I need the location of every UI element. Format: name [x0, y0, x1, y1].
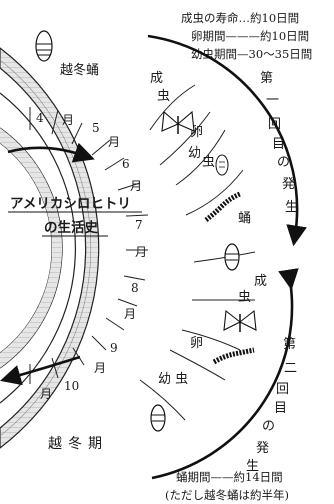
month-unit: 月	[62, 113, 74, 127]
month-labels: 4 月 5 月 6 月 7 月 8 月 9 月 10 月	[36, 111, 147, 401]
larva-label-2: 幼 虫	[158, 372, 188, 387]
month-10: 10	[64, 379, 79, 393]
adult-moth-2-icon	[223, 309, 257, 332]
title-line-2: の生活史	[44, 219, 98, 236]
overwintering-period-label: 越冬期	[48, 436, 108, 452]
month-9: 9	[110, 341, 118, 355]
gen2-char: 発	[256, 441, 269, 456]
gen1-char: 目	[272, 137, 285, 152]
month-8: 8	[131, 281, 139, 295]
autumn-arrow	[0, 355, 81, 386]
duration-notes: 成虫の寿命…約10日間 卵期間———約10日間 幼虫期間—30～35日間 蛹期間…	[165, 11, 312, 502]
gen1-char: 生	[285, 200, 298, 215]
overwintering-pupa-2-icon	[150, 404, 166, 432]
duration-pupa: 蛹期間——約14日間	[176, 470, 283, 484]
gen2-char: 目	[274, 401, 287, 416]
first-generation-label: 第 一 回 目 の 発 生	[260, 71, 298, 215]
duration-egg: 卵期間———約10日間	[191, 29, 309, 43]
title-line-1: アメリカシロヒトリ	[10, 196, 131, 212]
gen1-char: 一	[266, 93, 279, 108]
month-7: 7	[135, 218, 143, 232]
duration-adult: 成虫の寿命…約10日間	[181, 11, 299, 25]
month-unit: 月	[135, 245, 147, 259]
month-5: 5	[92, 121, 100, 135]
month-unit: 月	[94, 361, 106, 375]
larva-2-icon	[212, 347, 255, 365]
overwintering-pupa-label: 越冬蛹	[60, 62, 99, 78]
gen1-char: 発	[282, 177, 295, 192]
gen2-char: 二	[284, 361, 297, 376]
adult-label-1b: 虫	[157, 89, 170, 104]
larva-label-1b: 虫	[202, 155, 215, 170]
flow-arrows	[0, 34, 307, 480]
adult-label-2b: 虫	[238, 290, 251, 305]
larva-label-1a: 幼	[188, 146, 201, 161]
month-unit: 月	[108, 135, 120, 149]
overwintering-pupa-icon	[35, 30, 53, 62]
month-unit: 月	[40, 387, 52, 401]
gen2-char: 生	[246, 459, 259, 474]
pupa-1-icon	[224, 243, 240, 271]
gen2-char: の	[262, 419, 275, 434]
gen1-char: の	[277, 155, 290, 170]
gen2-char: 回	[276, 382, 289, 397]
month-4: 4	[36, 111, 44, 125]
month-unit: 月	[124, 307, 136, 321]
stage-labels: 越冬蛹 越冬期 成 虫 卵 幼 虫 蛹 成 虫 卵 幼 虫	[48, 62, 267, 452]
adult-label-1a: 成	[150, 71, 163, 86]
adult-moth-1-icon	[161, 110, 195, 134]
month-6: 6	[122, 157, 130, 171]
month-ring	[0, 92, 149, 404]
second-generation-label: 第 二 回 目 の 発 生	[246, 337, 297, 474]
overwinter-note: (ただし越冬蛹は約半年)	[165, 488, 289, 502]
spring-arrow	[7, 142, 95, 163]
egg-mass-1-icon	[215, 154, 229, 176]
egg-label-2: 卵	[190, 336, 203, 351]
duration-larva: 幼虫期間—30～35日間	[191, 47, 312, 61]
month-unit: 月	[130, 179, 142, 193]
generation-2-arrow	[151, 268, 299, 480]
generation-1-arrow	[147, 34, 307, 247]
stage-dividers	[139, 84, 256, 421]
diagram-title: アメリカシロヒトリ の生活史	[8, 196, 142, 237]
larva-1-icon	[204, 191, 241, 222]
adult-label-2a: 成	[254, 274, 267, 289]
gen1-char: 第	[260, 71, 273, 86]
pupa-label-1: 蛹	[238, 211, 251, 226]
